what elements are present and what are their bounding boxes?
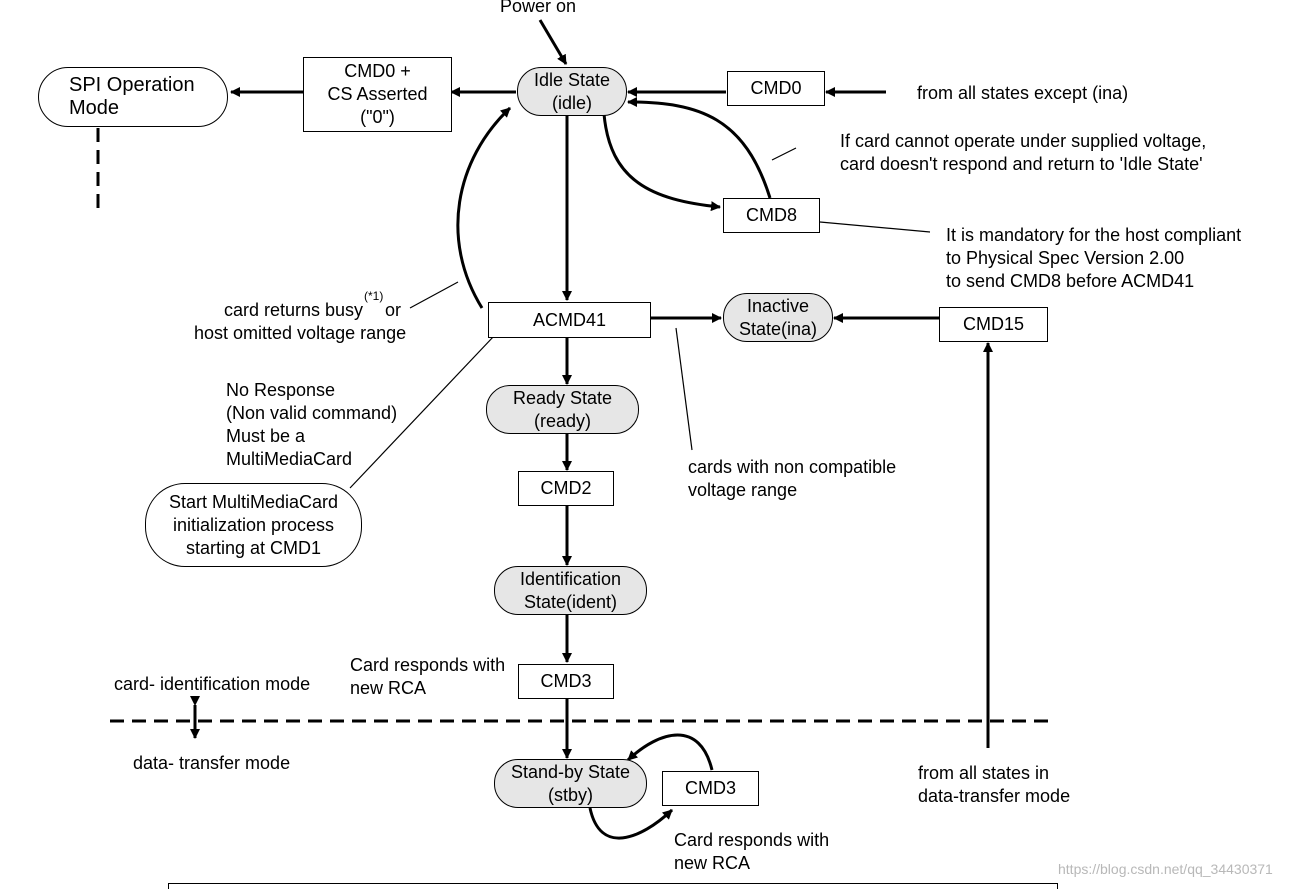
power-on-arrow — [538, 19, 568, 65]
acmd41-to-idle-curve — [456, 106, 512, 309]
spi-operation-mode-node: SPI Operation Mode — [38, 67, 228, 127]
identification-state-node: Identification State(ident) — [494, 566, 647, 615]
cmd3-to-standby-curve — [626, 733, 714, 771]
voltage-note-label: If card cannot operate under supplied vo… — [840, 131, 1207, 174]
data-transfer-mode-label: data- transfer mode — [133, 753, 291, 773]
inactive-state-node: Inactive State(ina) — [723, 293, 833, 342]
or-label: or — [385, 300, 402, 320]
footnote-marker: (*1) — [364, 289, 384, 303]
from-all-data-states-label: from all states in data-transfer mode — [918, 763, 1071, 806]
from-all-states-except-label: from all states except (ina) — [917, 83, 1129, 103]
cmd0-cs-asserted-box: CMD0 + CS Asserted ("0") — [303, 57, 452, 132]
mmc-init-node: Start MultiMediaCard initialization proc… — [145, 483, 362, 567]
non-compatible-pointer — [675, 327, 693, 451]
cmd8-box: CMD8 — [723, 198, 820, 233]
card-identification-mode-label: card- identification mode — [114, 674, 311, 694]
cmd3-box-standby: CMD3 — [662, 771, 759, 806]
cmd8-to-idle-curve — [627, 97, 772, 199]
responds-rca-label-2: Card responds with new RCA — [674, 830, 830, 873]
mandatory-note-pointer — [819, 221, 931, 233]
idle-state-node: Idle State (idle) — [517, 67, 627, 116]
no-response-label: No Response (Non valid command) Must be … — [226, 380, 398, 469]
idle-to-cmd8-curve — [602, 113, 721, 212]
cmd15-box: CMD15 — [939, 307, 1048, 342]
mandatory-note-label: It is mandatory for the host compliant t… — [946, 225, 1242, 291]
busy-note-label: card returns busy — [224, 300, 364, 320]
power-on-label: Power on — [500, 0, 577, 16]
cmd3-box-ident: CMD3 — [518, 664, 614, 699]
busy-note-pointer — [409, 281, 459, 309]
non-compatible-label: cards with non compatible voltage range — [688, 457, 897, 500]
standby-state-node: Stand-by State (stby) — [494, 759, 647, 808]
ready-state-node: Ready State (ready) — [486, 385, 639, 434]
voltage-note-pointer — [771, 147, 797, 161]
cmd2-box: CMD2 — [518, 471, 614, 506]
responds-rca-label-1: Card responds with new RCA — [350, 655, 506, 698]
omitted-voltage-label: host omitted voltage range — [194, 323, 407, 343]
watermark-text: https://blog.csdn.net/qq_34430371 — [1058, 861, 1273, 877]
bottom-frame — [168, 883, 1058, 889]
standby-to-cmd3-curve — [588, 807, 674, 840]
cmd0-box: CMD0 — [727, 71, 825, 106]
mmc-pointer — [349, 335, 495, 489]
acmd41-box: ACMD41 — [488, 302, 651, 338]
